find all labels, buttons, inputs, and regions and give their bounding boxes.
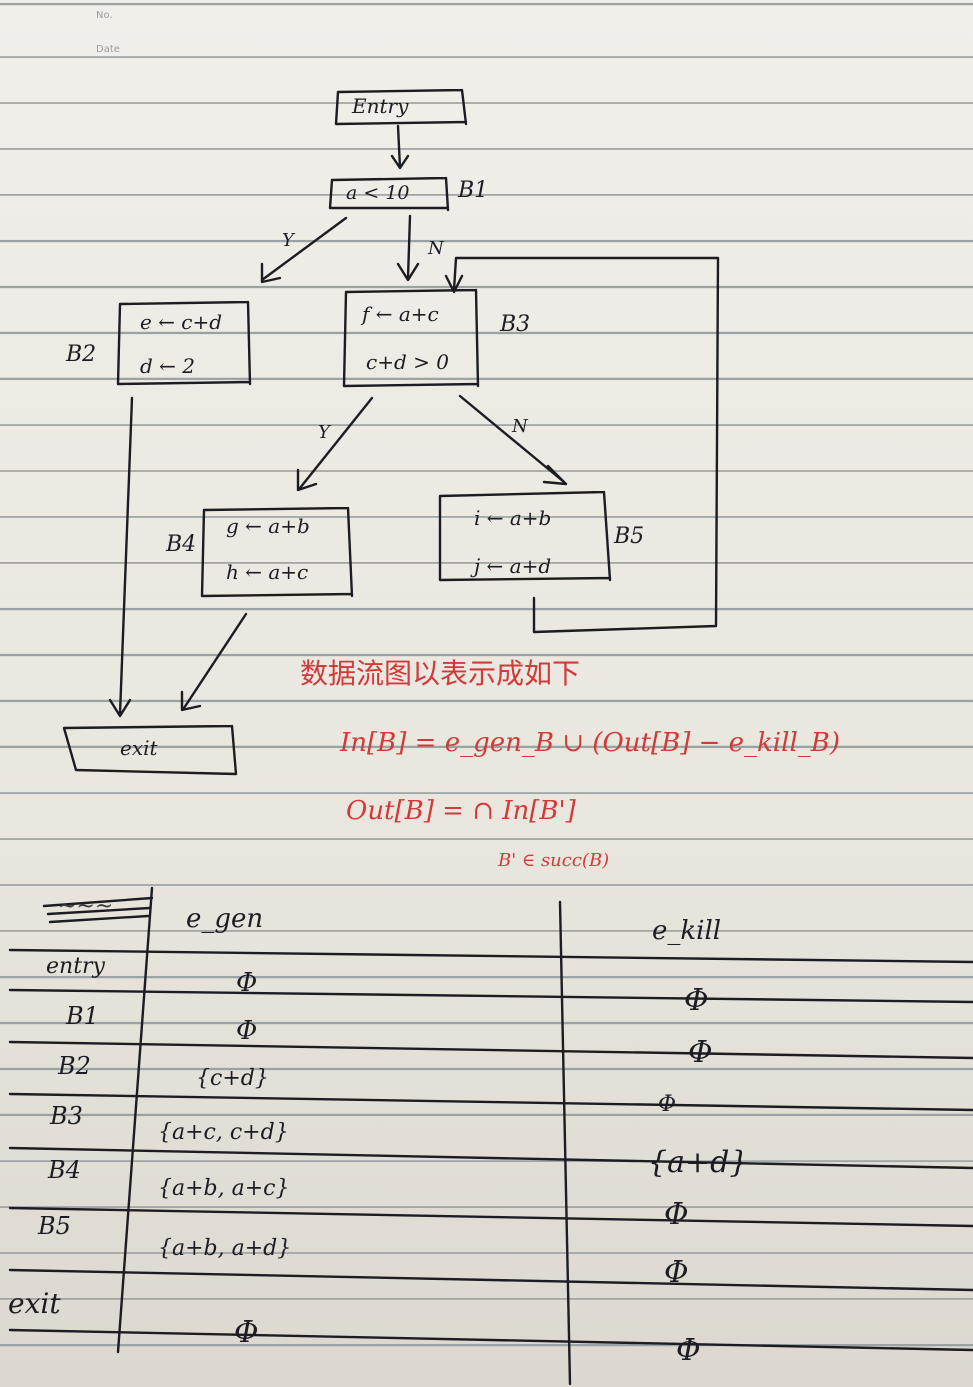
arrow-b3-b5 [458, 394, 568, 486]
edge-b3-no: N [512, 416, 528, 437]
table-header-ekill: e_kill [652, 916, 722, 946]
table-hline-5 [8, 1206, 973, 1228]
loop-b5-b3 [444, 256, 720, 634]
row-block-exit: exit [8, 1287, 61, 1320]
arrow-b2-exit [108, 396, 134, 718]
b2-box [116, 300, 252, 386]
table-hline-2 [8, 1040, 973, 1060]
row-gen-b5: {a+b, a+d} [158, 1236, 292, 1261]
row-kill-entry: Φ [684, 983, 709, 1018]
row-kill-b3: {a+d} [648, 1145, 749, 1180]
crossed-out-header [42, 896, 154, 924]
b2-stmt-2: d ← 2 [140, 354, 195, 378]
b4-stmt-2: h ← a+c [226, 560, 309, 584]
row-block-b4: B4 [48, 1156, 81, 1184]
exit-box [62, 724, 238, 776]
b2-stmt-1: e ← c+d [140, 310, 223, 334]
arrow-b4-exit [180, 612, 248, 712]
b1-box [328, 176, 450, 212]
row-block-b2: B2 [58, 1052, 91, 1080]
b3-box [342, 288, 480, 388]
out-equation: Out[B] = ∩ In[B'] [346, 796, 576, 826]
b3-stmt-2: c+d > 0 [366, 350, 449, 374]
edge-b1-yes: Y [282, 230, 294, 251]
table-header-crossed: ~~~ [58, 894, 114, 919]
b4-box [200, 506, 354, 598]
row-gen-b4: {a+b, a+c} [158, 1176, 290, 1201]
row-kill-b2: Φ [658, 1092, 677, 1117]
table-hline-4 [8, 1146, 973, 1170]
exit-label: exit [120, 736, 158, 760]
entry-label: Entry [352, 94, 409, 118]
edge-b1-no: N [428, 238, 444, 259]
table-vline-2 [558, 900, 572, 1386]
b2-name: B2 [66, 342, 97, 367]
row-kill-b5: Φ [664, 1255, 689, 1290]
row-block-entry: entry [46, 954, 105, 979]
row-gen-b2: {c+d} [196, 1066, 269, 1091]
row-gen-exit: Φ [234, 1315, 259, 1350]
table-vline-1 [116, 886, 154, 1354]
table-header-egen: e_gen [186, 904, 264, 934]
b5-box [438, 490, 612, 582]
row-block-b3: B3 [50, 1102, 83, 1130]
b5-stmt-1: i ← a+b [474, 506, 552, 530]
arrow-b1-b3 [396, 214, 420, 282]
arrow-b3-b4 [296, 396, 374, 492]
b3-name: B3 [500, 312, 531, 337]
date-label: Date [96, 44, 120, 55]
table-hline-6 [8, 1268, 973, 1292]
row-kill-exit: Φ [676, 1333, 701, 1368]
entry-box [334, 88, 468, 126]
b1-name: B1 [458, 178, 489, 203]
b5-stmt-2: j ← a+d [474, 554, 552, 578]
in-equation: In[B] = e_gen_B ∪ (Out[B] − e_kill_B) [340, 728, 841, 758]
table-hline-3 [8, 1092, 973, 1112]
b3-stmt-1: f ← a+c [362, 302, 439, 326]
edge-b3-yes: Y [318, 422, 330, 443]
table-hline-7 [8, 1328, 973, 1352]
row-gen-b3: {a+c, c+d} [158, 1120, 289, 1145]
row-gen-b1: Φ [236, 1016, 258, 1046]
b1-stmt: a < 10 [346, 182, 410, 204]
row-block-b1: B1 [66, 1002, 99, 1030]
row-kill-b4: Φ [664, 1197, 689, 1232]
row-gen-entry: Φ [236, 968, 258, 998]
row-kill-b1: Φ [688, 1035, 713, 1070]
table-hline-header [8, 948, 973, 964]
no-label: No. [96, 10, 113, 21]
b5-name: B5 [614, 524, 645, 549]
arrow-entry-b1 [390, 124, 410, 170]
b4-stmt-1: g ← a+b [226, 514, 310, 538]
equations-heading: 数据流图以表示成如下 [300, 657, 581, 690]
row-block-b5: B5 [38, 1212, 71, 1240]
out-equation-subscript: B' ∈ succ(B) [498, 850, 610, 871]
arrow-b1-b2 [260, 216, 348, 284]
table-hline-1 [8, 988, 973, 1004]
b4-name: B4 [166, 532, 197, 557]
